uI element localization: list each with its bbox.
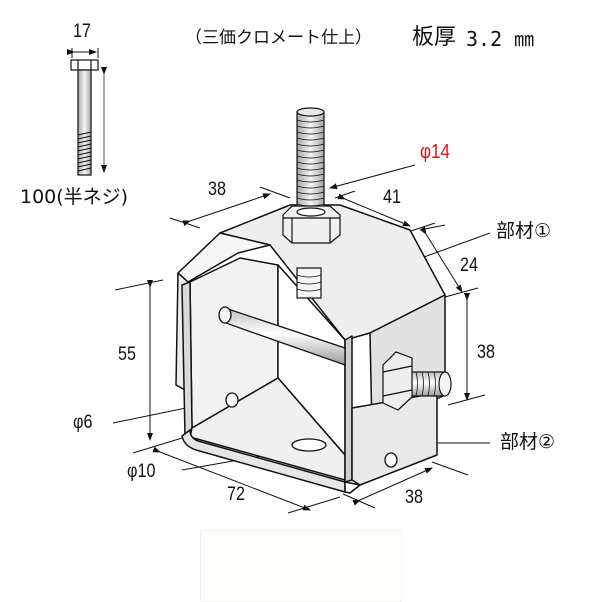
thickness-label: 板厚 [412,25,457,50]
inner-height-label: 55 [118,344,136,365]
part2-label: 部材② [500,431,556,453]
side-bolt [382,351,452,411]
base-length-label: 72 [227,484,245,505]
hole-phi6-icon [225,392,239,408]
hole-part2-icon [384,452,398,468]
cross-rod [218,306,346,366]
bolt-head-width: 17 [73,21,91,42]
thickness-value: 3.2 ㎜ [466,27,535,51]
thread-diameter-label: φ14 [420,141,450,163]
bolt-length-label: 100(半ネジ) [20,186,129,208]
top-right-width-label: 41 [383,187,401,208]
threaded-stud [282,107,341,299]
base-depth-label: 38 [405,487,423,508]
small-hole-label: φ6 [73,412,93,433]
hole-phi10-icon [291,438,327,452]
bottom-hole-label: φ10 [127,461,156,482]
part1-label: 部材① [496,220,552,242]
bolt-icon [70,59,99,176]
slope-height-label: 24 [460,255,478,276]
finish-note: （三価クロメート仕上） [185,28,372,48]
blank-placeholder-box [200,530,402,602]
top-left-width-label: 38 [208,179,226,200]
side-height-label: 38 [477,342,495,363]
